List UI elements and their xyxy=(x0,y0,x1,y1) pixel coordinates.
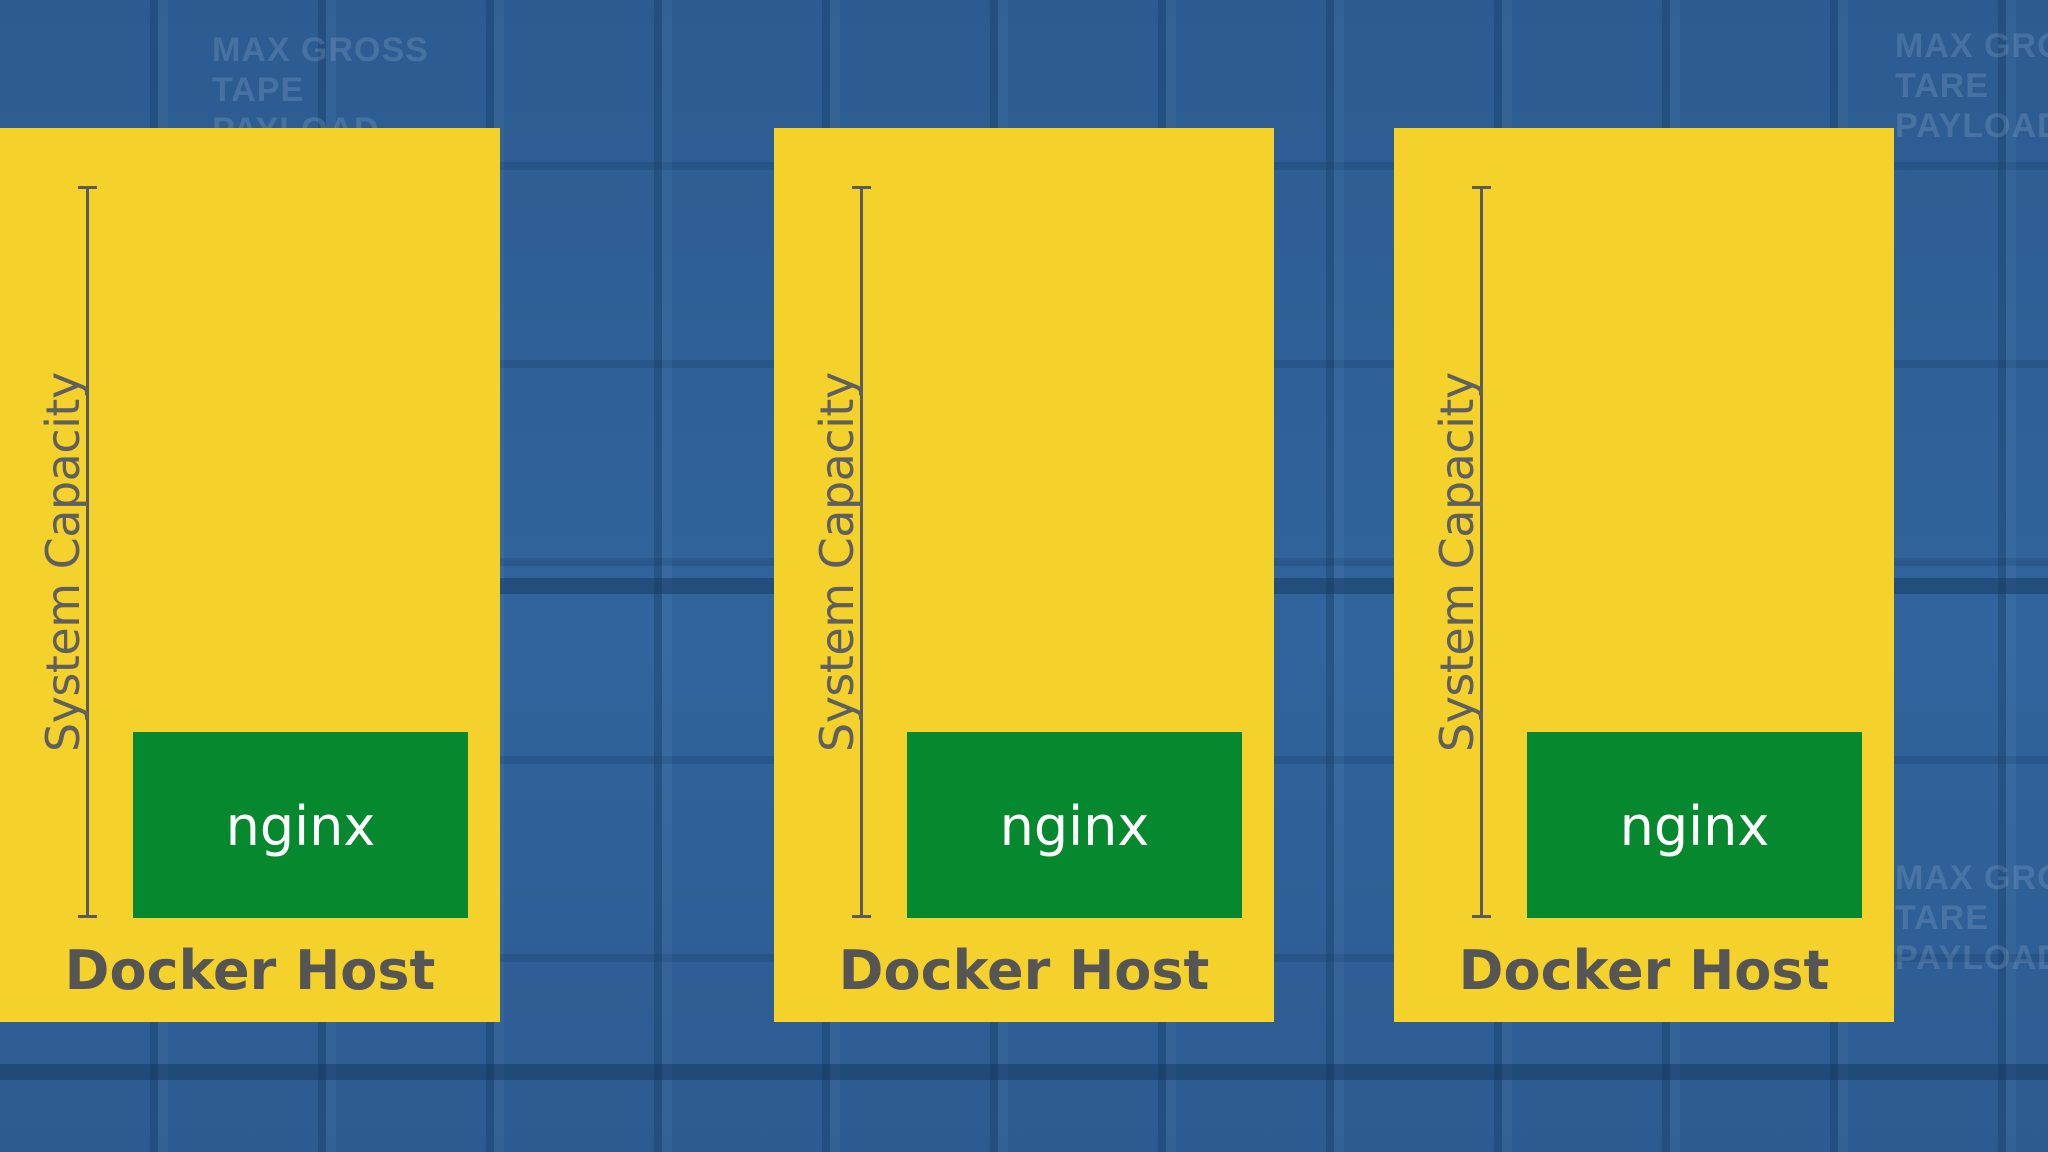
capacity-bracket-line xyxy=(1480,186,1483,918)
nginx-container: nginx xyxy=(1527,732,1862,918)
capacity-bracket-bottom xyxy=(852,915,871,918)
docker-host-label: Docker Host xyxy=(1458,939,1830,1002)
capacity-bracket-bottom xyxy=(78,915,97,918)
nginx-container: nginx xyxy=(133,732,468,918)
capacity-bracket-top xyxy=(852,186,871,189)
background-stencil: MAX GROSS TARE PAYLOAD xyxy=(1895,859,2048,977)
docker-host-label: Docker Host xyxy=(64,939,436,1002)
capacity-bracket-top xyxy=(1472,186,1491,189)
container-label: nginx xyxy=(225,795,376,858)
container-label: nginx xyxy=(1619,795,1770,858)
capacity-bracket-line xyxy=(860,186,863,918)
docker-host-label: Docker Host xyxy=(838,939,1210,1002)
system-capacity-label: System Capacity xyxy=(36,372,90,752)
capacity-bracket-bottom xyxy=(1472,915,1491,918)
background-bar xyxy=(0,1064,2048,1080)
docker-host-2: System Capacity nginx Docker Host xyxy=(1394,128,1894,1022)
system-capacity-label: System Capacity xyxy=(810,372,864,752)
docker-host-3: System Capacity nginx Docker Host xyxy=(0,128,500,1022)
docker-host-1: System Capacity nginx Docker Host xyxy=(774,128,1274,1022)
container-label: nginx xyxy=(999,795,1150,858)
nginx-container: nginx xyxy=(907,732,1242,918)
capacity-bracket-top xyxy=(78,186,97,189)
system-capacity-label: System Capacity xyxy=(1430,372,1484,752)
background-stencil: MAX GROSS TARE PAYLOAD xyxy=(1895,27,2048,145)
capacity-bracket-line xyxy=(86,186,89,918)
